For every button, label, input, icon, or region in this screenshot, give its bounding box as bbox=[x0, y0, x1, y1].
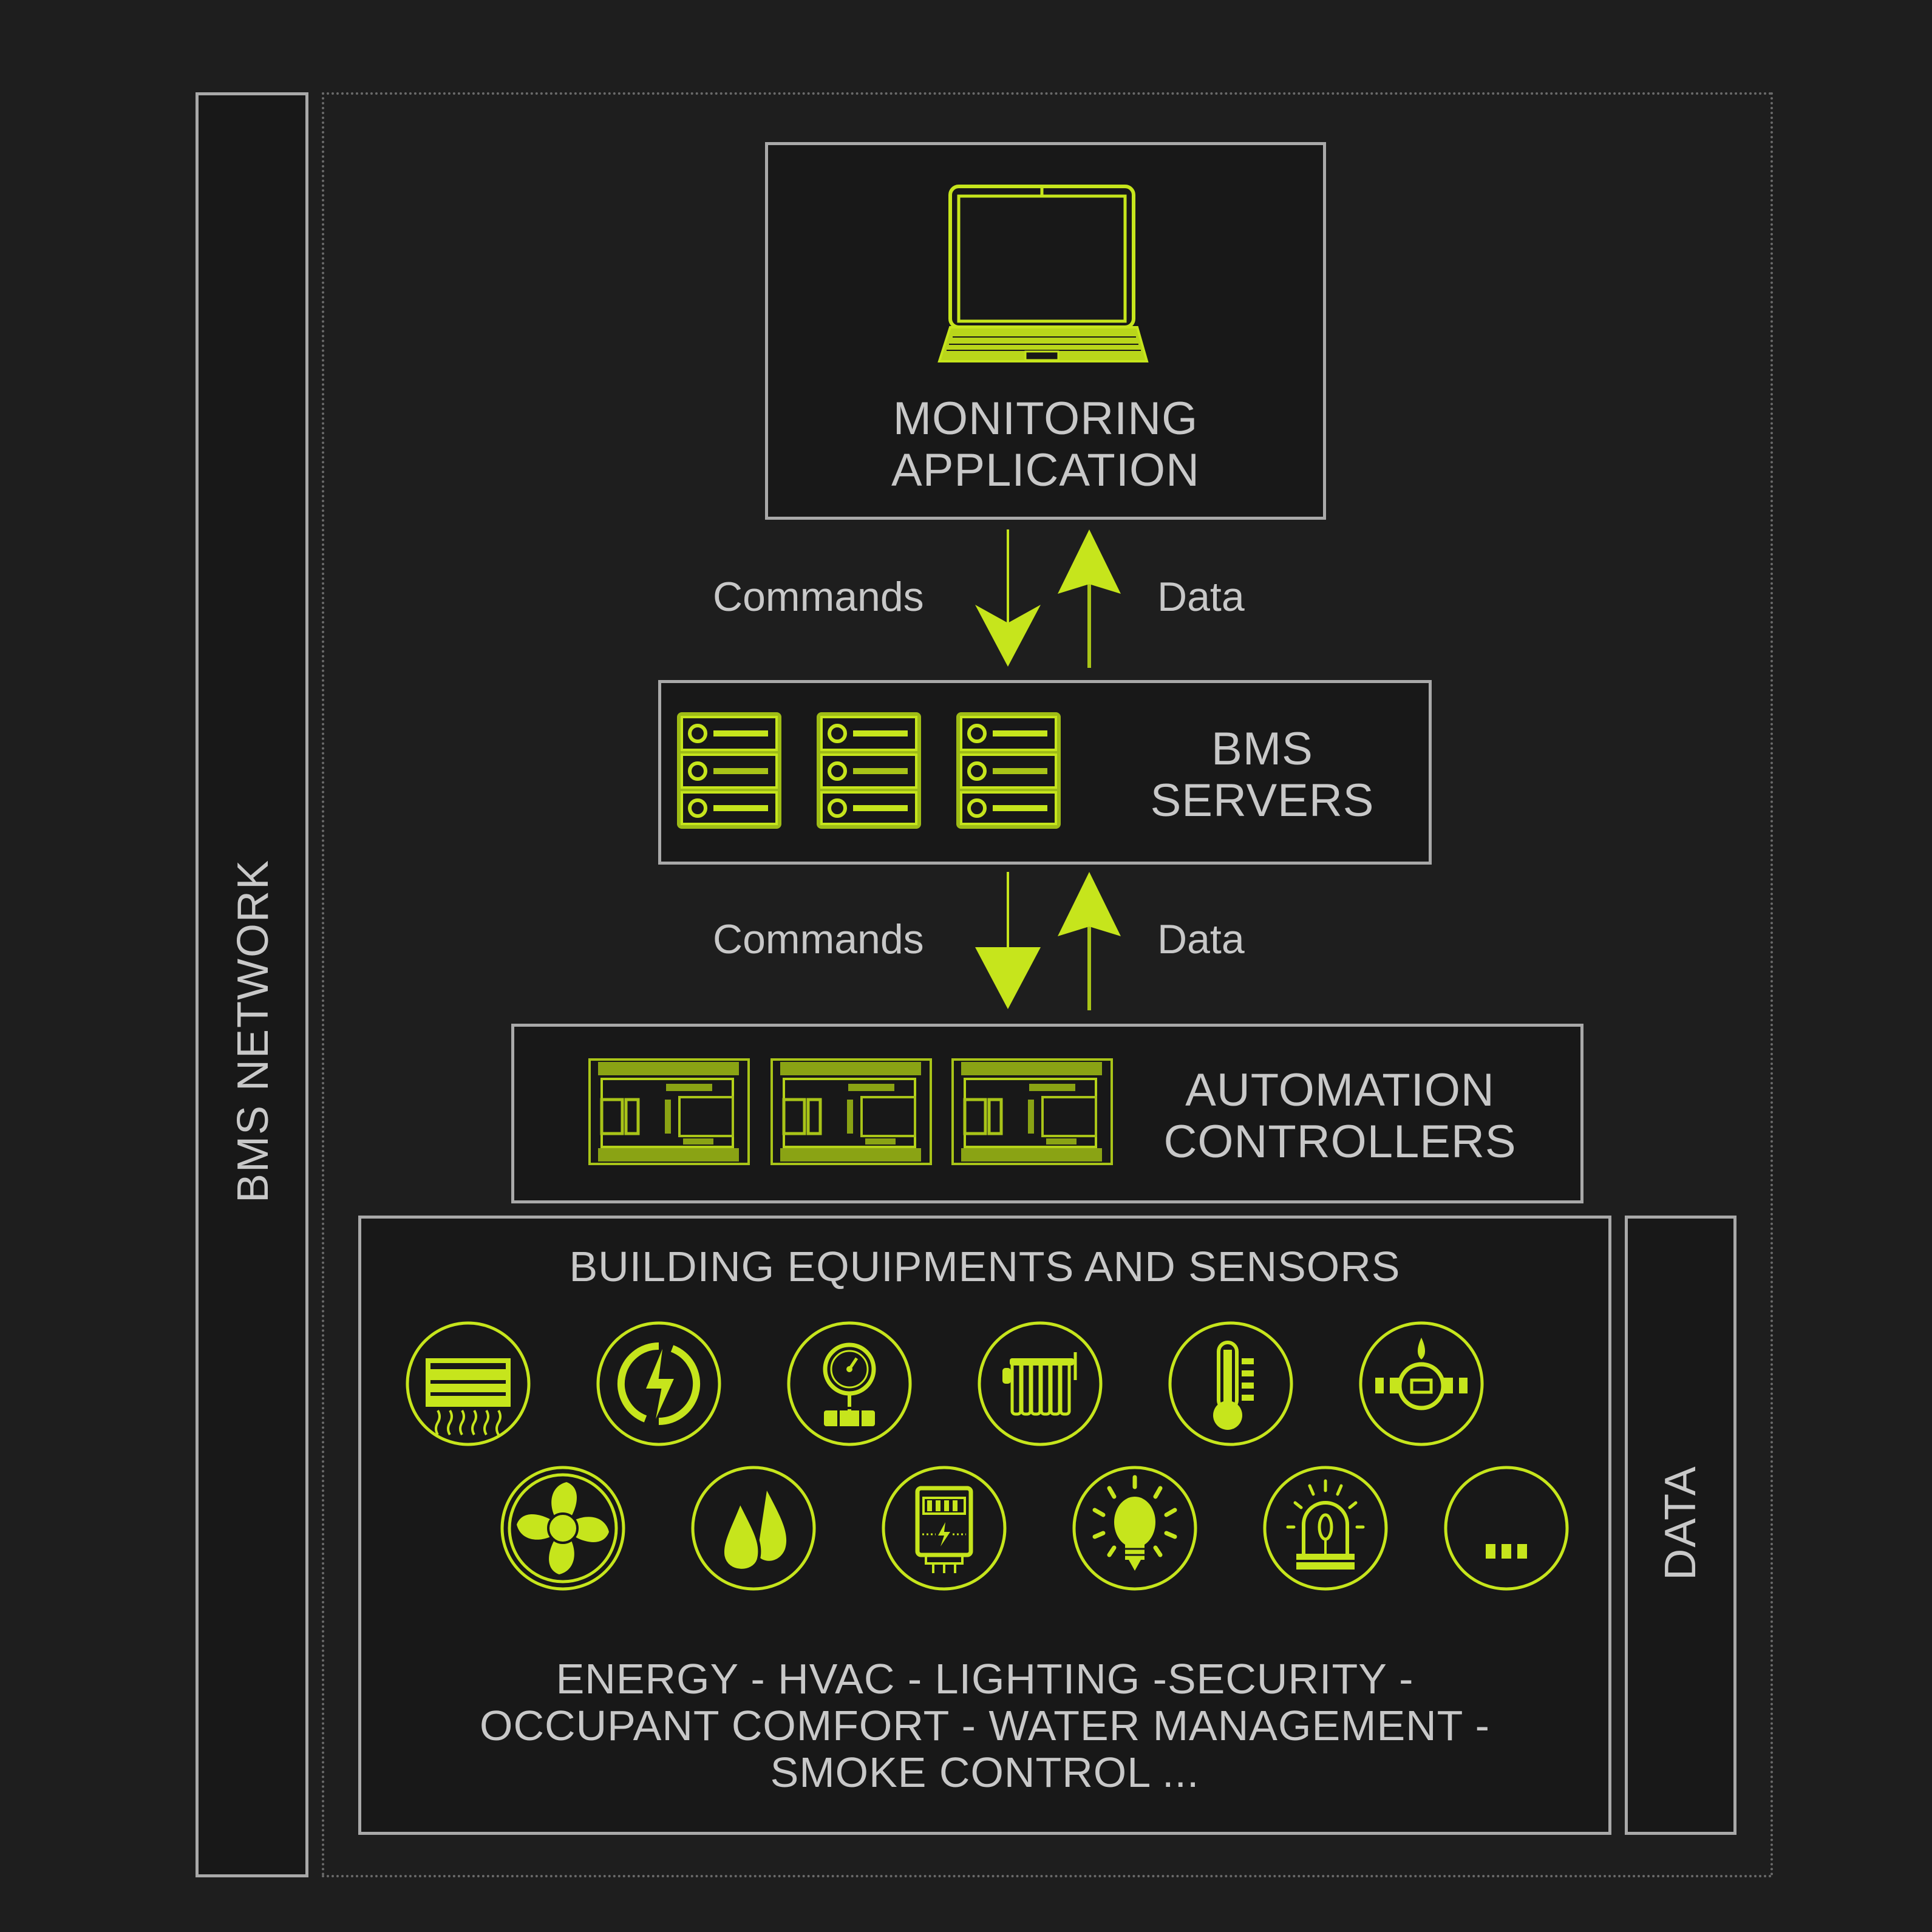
pressure-gauge-icon bbox=[787, 1321, 912, 1446]
water-meter-icon bbox=[1359, 1321, 1484, 1446]
energy-bolt-icon bbox=[596, 1321, 721, 1446]
automation-controllers-title: AUTOMATION CONTROLLERS bbox=[1146, 1064, 1534, 1168]
server-rack-icon bbox=[956, 712, 1061, 829]
fan-icon bbox=[500, 1466, 625, 1591]
monitoring-title-line2: APPLICATION bbox=[891, 444, 1200, 497]
monitoring-application-box: MONITORING APPLICATION bbox=[765, 142, 1326, 520]
description-line2: OCCUPANT COMFORT - WATER MANAGEMENT - bbox=[480, 1702, 1490, 1749]
monitoring-application-title: MONITORING APPLICATION bbox=[768, 393, 1323, 496]
servers-title-line2: SERVERS bbox=[1150, 775, 1375, 827]
data-bar: DATA bbox=[1625, 1216, 1736, 1835]
laptop-icon bbox=[937, 185, 1149, 362]
controllers-title-line1: AUTOMATION bbox=[1185, 1064, 1495, 1116]
equipment-title: BUILDING EQUIPMENTS AND SENSORS bbox=[569, 1243, 1401, 1290]
plc-controller-icon bbox=[951, 1058, 1113, 1165]
network-boundary bbox=[322, 92, 1773, 1877]
plc-controller-icon bbox=[588, 1058, 750, 1165]
bms-servers-box: BMS SERVERS bbox=[658, 680, 1432, 865]
radiator-icon bbox=[978, 1321, 1103, 1446]
server-rack-icon bbox=[817, 712, 921, 829]
description-line1: ENERGY - HVAC - LIGHTING -SECURITY - bbox=[556, 1655, 1414, 1702]
more-icon bbox=[1444, 1466, 1569, 1591]
data-arrow-up-bottom bbox=[1058, 872, 1121, 1010]
air-conditioner-icon bbox=[406, 1321, 531, 1446]
data-arrow-up-top bbox=[1058, 529, 1121, 668]
water-drops-icon bbox=[691, 1466, 816, 1591]
light-bulb-icon bbox=[1072, 1466, 1197, 1591]
plc-controller-icon bbox=[770, 1058, 932, 1165]
automation-controllers-box: AUTOMATION CONTROLLERS bbox=[511, 1024, 1583, 1203]
servers-title-line1: BMS bbox=[1211, 723, 1313, 775]
commands-arrow-down-top bbox=[975, 529, 1041, 667]
commands-arrow-down-bottom bbox=[975, 872, 1041, 1009]
description-line3: SMOKE CONTROL ... bbox=[770, 1749, 1200, 1796]
bms-network-label: BMS NETWORK bbox=[229, 859, 277, 1203]
controllers-title-line2: CONTROLLERS bbox=[1163, 1116, 1517, 1168]
data-label-top: Data bbox=[1157, 574, 1245, 620]
server-rack-icon bbox=[677, 712, 781, 829]
building-equipment-box: BUILDING EQUIPMENTS AND SENSORS bbox=[358, 1216, 1611, 1835]
equipment-description: ENERGY - HVAC - LIGHTING -SECURITY - OCC… bbox=[361, 1656, 1608, 1796]
bms-servers-title: BMS SERVERS bbox=[1123, 723, 1402, 826]
commands-label-top: Commands bbox=[713, 574, 924, 620]
thermometer-icon bbox=[1168, 1321, 1293, 1446]
monitoring-title-line1: MONITORING bbox=[893, 393, 1199, 444]
alarm-siren-icon bbox=[1263, 1466, 1388, 1591]
bms-network-bar: BMS NETWORK bbox=[196, 92, 308, 1877]
data-label-bottom: Data bbox=[1157, 916, 1245, 962]
electric-meter-icon bbox=[882, 1466, 1007, 1591]
data-bar-label: DATA bbox=[1656, 1465, 1705, 1580]
commands-label-bottom: Commands bbox=[713, 916, 924, 962]
